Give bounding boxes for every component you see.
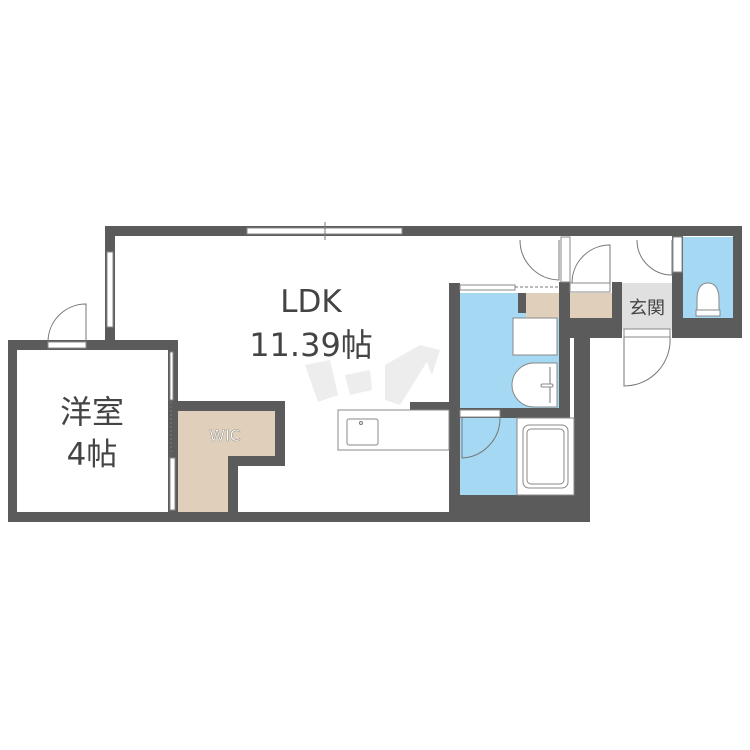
storage-door-opening <box>569 282 611 293</box>
fixtures <box>337 282 721 496</box>
sliding-door <box>169 351 174 401</box>
entrance-floor <box>622 283 672 330</box>
closet-frame <box>560 236 571 283</box>
kitchen-sink-icon <box>346 418 379 446</box>
windows <box>47 222 683 511</box>
entrance-label: 玄関 <box>629 298 665 319</box>
storage-2 <box>570 293 612 318</box>
wash-basin-icon <box>511 362 558 408</box>
western-room-label: 洋室 <box>60 393 124 431</box>
wic-label: WIC <box>209 426 241 445</box>
ldk-label: LDK <box>280 284 342 320</box>
washer-space <box>512 317 558 356</box>
sliding-door-2 <box>169 457 176 511</box>
wic-floor-upper <box>178 411 275 456</box>
ldk-size: 11.39帖 <box>249 326 373 364</box>
toilet-icon <box>696 282 720 313</box>
washroom-door-opening <box>459 284 516 291</box>
toilet-door-opening <box>672 236 683 273</box>
walls <box>8 226 742 522</box>
western-room-size: 4帖 <box>67 437 118 473</box>
watermark-logo <box>305 345 440 405</box>
storage-1 <box>526 293 560 318</box>
bathroom-floor <box>460 418 517 495</box>
front-door-opening <box>623 328 671 338</box>
door-swings <box>47 239 673 459</box>
bath-door-opening <box>459 409 501 418</box>
left-window <box>106 251 114 328</box>
western-door-opening <box>47 341 87 349</box>
